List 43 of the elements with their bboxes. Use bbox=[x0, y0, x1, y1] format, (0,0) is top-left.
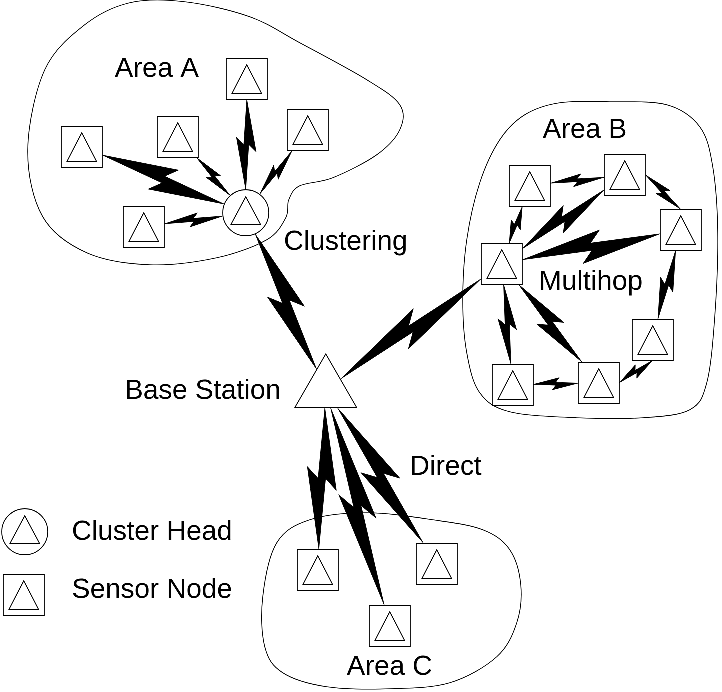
lightning-link bbox=[102, 155, 225, 205]
topology-label: Direct bbox=[412, 455, 482, 476]
sensor-node-symbol bbox=[578, 362, 620, 404]
lightning-link bbox=[196, 157, 231, 196]
lightning-link bbox=[522, 190, 605, 250]
area-region: Area C bbox=[262, 512, 522, 690]
lightning-link bbox=[533, 378, 579, 390]
sensor-node-symbol bbox=[604, 154, 646, 196]
lightning-link bbox=[337, 408, 424, 544]
station-label: Base Station bbox=[127, 379, 280, 400]
legend-label: Cluster Head bbox=[73, 520, 231, 540]
lightning-link bbox=[518, 284, 583, 363]
lightning-link bbox=[236, 99, 257, 190]
lightning-link bbox=[619, 360, 654, 384]
lightning-link bbox=[509, 206, 523, 244]
topology-label: Clustering bbox=[285, 230, 406, 256]
sensor-node-symbol bbox=[123, 206, 165, 248]
sensor-node-symbol bbox=[287, 109, 329, 151]
legend-label: Sensor Node bbox=[73, 578, 232, 598]
sensor-node-symbol bbox=[369, 605, 411, 647]
sensor-node-symbol bbox=[157, 116, 199, 158]
sensor-node-symbol bbox=[632, 319, 674, 361]
cluster-head-symbol bbox=[222, 190, 270, 236]
sensor-node-symbol bbox=[416, 543, 458, 585]
sensor-node-symbol bbox=[509, 165, 551, 207]
sensor-node-symbol bbox=[61, 126, 103, 168]
sensor-node-symbol bbox=[481, 243, 523, 285]
sensor-node-symbol bbox=[492, 364, 534, 406]
sensor-node-symbol bbox=[660, 209, 702, 251]
lightning-link bbox=[340, 278, 482, 380]
lightning-link bbox=[255, 234, 318, 370]
lightning-link bbox=[498, 284, 518, 365]
lightning-link bbox=[522, 230, 661, 264]
sensor-node-symbol bbox=[297, 549, 339, 591]
sensor-node-symbol bbox=[226, 58, 268, 100]
lightning-link bbox=[330, 408, 385, 606]
lightning-link bbox=[550, 174, 605, 188]
lightning-link bbox=[658, 250, 676, 320]
lightning-link bbox=[645, 174, 682, 210]
lightning-link bbox=[164, 212, 224, 228]
lightning-link bbox=[307, 408, 337, 550]
lightning-link bbox=[260, 150, 293, 195]
topology-label: Multihop bbox=[541, 270, 642, 296]
